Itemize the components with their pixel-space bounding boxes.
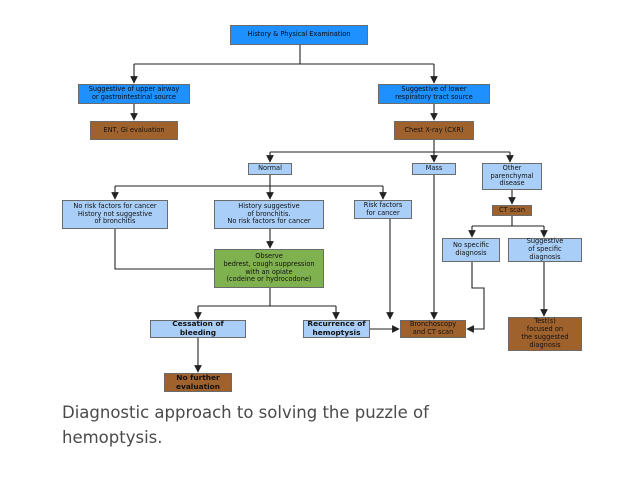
node-normal: Normal [248,163,292,175]
edge-observe-split [198,288,336,307]
node-suggestive-specific-diagnosis: Suggestive of specific diagnosis [508,237,582,262]
node-no-further-evaluation: No further evaluation [164,373,232,392]
edge-history-split [134,45,434,65]
node-observe: Observe bedrest, cough suppression with … [214,249,324,288]
edge-ct-split [472,216,544,227]
node-ent-gi-evaluation: ENT, GI evaluation [90,121,178,140]
node-history-bronchitis: History suggestive of bronchitis. No ris… [214,200,324,229]
node-bronchoscopy-ct: Bronchoscopy and CT scan [400,320,466,338]
edge-nospecific-bronch [466,262,485,333]
node-other-parenchymal-disease: Other parenchymal disease [482,163,542,190]
node-upper-airway-source: Suggestive of upper airway or gastrointe… [78,84,190,104]
node-ct-scan: CT scan [492,205,532,216]
node-chest-xray: Chest X-ray (CXR) [394,121,474,140]
node-focused-tests: Test(s) focused on the suggested diagnos… [508,317,582,351]
edge-norisk-observe [114,229,214,270]
node-history-physical: History & Physical Examination [230,25,368,45]
flowchart-connectors [111,45,548,373]
node-lower-respiratory-source: Suggestive of lower respiratory tract so… [378,84,490,104]
node-no-specific-diagnosis: No specific diagnosis [442,238,500,262]
hemoptysis-flowchart: History & Physical Examination Suggestiv… [62,25,582,392]
node-cessation-of-bleeding: Cessation of bleeding [150,319,246,338]
node-mass: Mass [412,163,456,175]
edge-normal-split [115,175,383,187]
node-no-risk-factors: No risk factors for cancer History not s… [62,200,168,229]
node-risk-factors-cancer: Risk factors for cancer [354,200,412,219]
figure-caption: Diagnostic approach to solving the puzzl… [62,403,429,447]
edge-cxr-split [270,140,510,153]
node-recurrence-hemoptysis: Recurrence of hemoptysis [303,319,370,338]
